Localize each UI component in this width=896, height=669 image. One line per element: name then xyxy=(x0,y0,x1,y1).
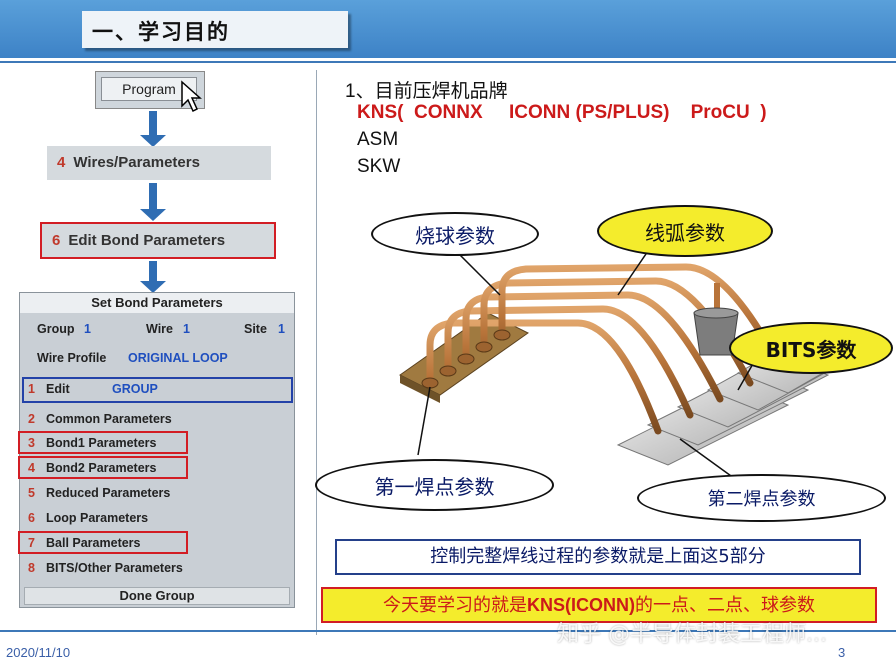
today-suffix: 的一点、二点、球参数 xyxy=(635,595,815,616)
today-caption: 今天要学习的就是KNS(ICONN)的一点、二点、球参数 xyxy=(321,587,877,623)
page-number: 3 xyxy=(838,645,846,660)
edit-row-highlight xyxy=(22,377,293,403)
watermark: 知乎 @半导体封装工程师... xyxy=(557,622,827,647)
program-button-label: Program xyxy=(101,77,197,101)
menu-label: Wires/Parameters xyxy=(73,154,200,171)
menu-number: 6 xyxy=(52,232,61,249)
item-number: 8 xyxy=(28,561,35,575)
site-value[interactable]: 1 xyxy=(278,322,285,336)
item-label: Ball Parameters xyxy=(46,536,141,550)
item-number: 1 xyxy=(28,382,35,396)
item-label: Common Parameters xyxy=(46,412,172,426)
item-number: 5 xyxy=(28,486,35,500)
bond2-highlight xyxy=(18,456,188,479)
mouse-cursor-icon xyxy=(181,80,202,113)
summary-caption: 控制完整焊线过程的参数就是上面这5部分 xyxy=(335,539,861,575)
today-bold: KNS(ICONN) xyxy=(527,595,635,615)
callout-bond1-params: 第一焊点参数 xyxy=(315,459,554,511)
brand-list-kns: KNS( CONNX ICONN (PS/PLUS) ProCU ) xyxy=(357,102,767,123)
edit-bond-parameters-menu-item[interactable]: 6 Edit Bond Parameters xyxy=(40,222,276,259)
group-value[interactable]: 1 xyxy=(84,322,91,336)
header-divider xyxy=(0,61,896,63)
bond-balls xyxy=(421,329,511,389)
down-arrow-icon xyxy=(140,183,166,221)
item-number: 2 xyxy=(28,412,35,426)
group-label: Group xyxy=(37,322,75,336)
item-number: 4 xyxy=(28,461,35,475)
item-number: 7 xyxy=(28,536,35,550)
down-arrow-icon xyxy=(140,261,166,293)
item-label: Bond2 Parameters xyxy=(46,461,157,475)
callout-loop-params: 线弧参数 xyxy=(597,205,773,257)
wire-profile-value[interactable]: ORIGINAL LOOP xyxy=(128,351,228,365)
item-label: BITS/Other Parameters xyxy=(46,561,183,575)
item-number: 3 xyxy=(28,436,35,450)
item-label: Loop Parameters xyxy=(46,511,149,525)
item-value: GROUP xyxy=(112,382,158,396)
callout-bits-params: BITS参数 xyxy=(729,322,893,374)
bond-wires xyxy=(426,263,784,435)
wires-parameters-menu-item[interactable]: 4 Wires/Parameters xyxy=(47,146,271,180)
brand-asm: ASM xyxy=(357,129,399,150)
title-box xyxy=(82,11,348,48)
set-bond-parameters-panel: Set Bond Parameters Group 1 Wire 1 Site … xyxy=(18,292,295,608)
down-arrow-icon xyxy=(140,111,166,147)
today-prefix: 今天要学习的就是 xyxy=(383,595,527,616)
callout-bond2-params: 第二焊点参数 xyxy=(637,474,886,522)
footer-divider xyxy=(0,630,896,632)
item-label: Edit xyxy=(46,382,70,396)
item-number: 6 xyxy=(28,511,35,525)
wire-profile-label: Wire Profile xyxy=(37,351,107,365)
site-label: Site xyxy=(244,322,267,336)
item-label: Reduced Parameters xyxy=(46,486,171,500)
page-title: 一、学习目的 xyxy=(92,20,230,44)
vertical-divider xyxy=(316,70,317,635)
panel-title: Set Bond Parameters xyxy=(20,293,294,313)
done-group-button[interactable]: Done Group xyxy=(24,587,290,605)
brand-heading: 1、目前压焊机品牌 xyxy=(345,81,508,102)
footer-date: 2020/11/10 xyxy=(6,645,71,660)
callout-ball-params: 烧球参数 xyxy=(371,212,539,256)
wire-label: Wire xyxy=(146,322,173,336)
wire-value[interactable]: 1 xyxy=(183,322,190,336)
item-label: Bond1 Parameters xyxy=(46,436,157,450)
bond1-highlight xyxy=(18,431,188,454)
brand-skw: SKW xyxy=(357,156,401,177)
menu-label: Edit Bond Parameters xyxy=(68,232,226,249)
capillary-tool xyxy=(693,283,739,356)
ball-highlight xyxy=(18,531,188,554)
menu-number: 4 xyxy=(57,154,66,171)
